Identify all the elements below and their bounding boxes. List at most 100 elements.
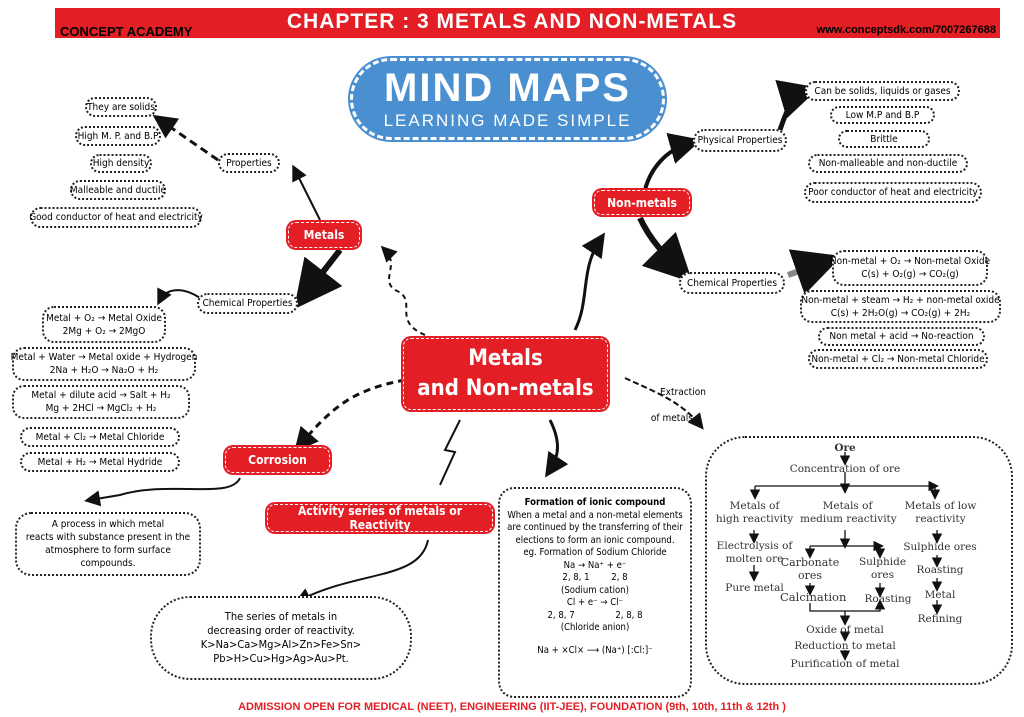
activity-series-node[interactable]: Activity series of metals or Reactivity bbox=[267, 504, 493, 532]
concentration-of-ore: Concentration of ore bbox=[789, 463, 901, 475]
text-line: Metals of low bbox=[904, 500, 977, 512]
text-line: Carbonate bbox=[780, 556, 840, 569]
footer-admission-banner: ADMISSION OPEN FOR MEDICAL (NEET), ENGIN… bbox=[238, 701, 786, 713]
purification-of-metal: Purification of metal bbox=[790, 658, 900, 670]
sulphide-ores-low: Sulphide ores bbox=[903, 541, 977, 553]
reduction-to-metal: Reduction to metal bbox=[794, 640, 896, 652]
desc-line: are continued by the transferring of the… bbox=[507, 522, 683, 533]
equation: Cl + e⁻ → Cl⁻ bbox=[566, 597, 624, 608]
nonmetals-node[interactable]: Non-metals bbox=[594, 190, 690, 215]
reaction-text: Metal + H₂ → Metal Hydride bbox=[37, 456, 163, 468]
desc-line: The series of metals in bbox=[224, 610, 338, 623]
text-line: Sulphide bbox=[858, 556, 907, 568]
text-line: high reactivity bbox=[715, 513, 794, 525]
reaction-text: Metal + Cl₂ → Metal Chloride bbox=[35, 431, 165, 443]
metal-property: Malleable and ductile bbox=[70, 180, 166, 200]
equation: Na → Na⁺ + e⁻ bbox=[563, 559, 627, 571]
desc-line: elections to form an ionic compound. bbox=[515, 534, 675, 546]
extraction-label-line: Extraction bbox=[660, 387, 706, 398]
reactivity-series: Pb>H>Cu>Hg>Ag>Au>Pt. bbox=[213, 652, 349, 665]
brand-name: CONCEPT ACADEMY bbox=[60, 24, 193, 39]
reaction-example: Mg + 2HCl → MgCl₂ + H₂ bbox=[45, 403, 157, 414]
metal-property: High density bbox=[90, 154, 152, 173]
text-line: medium reactivity bbox=[800, 513, 897, 525]
ionic-title: Formation of ionic compound bbox=[524, 497, 666, 508]
metal-reaction: Metal + Water → Metal oxide + Hydrogen 2N… bbox=[10, 347, 198, 381]
nonmetal-property: Can be solids, liquids or gases bbox=[805, 81, 960, 101]
reaction-text: Non metal + acid → No-reaction bbox=[829, 331, 974, 342]
desc-line: compounds. bbox=[80, 558, 136, 569]
calcination: Calcination bbox=[780, 590, 847, 604]
reactivity-series: K>Na>Ca>Mg>Al>Zn>Fe>Sn> bbox=[200, 638, 362, 651]
electron-config: 2, 8, 1 2, 8 bbox=[562, 572, 628, 583]
metal-reaction: Metal + H₂ → Metal Hydride bbox=[20, 452, 180, 472]
corrosion-description: A process in which metal reacts with subs… bbox=[15, 512, 201, 576]
extraction-box bbox=[705, 436, 1013, 685]
text-line: Metals of bbox=[822, 500, 873, 512]
electron-dot-diagram: Na + ×Cl× ⟶ (Na⁺) [:Cl:]⁻ bbox=[537, 644, 653, 656]
text-line: ores bbox=[797, 569, 823, 582]
desc-line: When a metal and a non-metal elements bbox=[507, 509, 683, 521]
electron-config: 2, 8, 7 2, 8, 8 bbox=[547, 609, 643, 621]
metal-property: They are solids bbox=[85, 97, 157, 117]
central-topic-line1: Metals bbox=[468, 346, 543, 371]
reaction-text: Metal + O₂ → Metal Oxide bbox=[46, 312, 162, 324]
central-topic[interactable]: Metals and Non-metals bbox=[403, 338, 608, 410]
reaction-example: C(s) + O₂(g) → CO₂(g) bbox=[861, 269, 959, 280]
reaction-text: Metal + dilute acid → Salt + H₂ bbox=[31, 390, 171, 401]
nonmetal-reaction: Non-metal + Cl₂ → Non-metal Chloride bbox=[808, 349, 988, 369]
text-line: ores bbox=[871, 569, 894, 581]
logo-title: MIND MAPS bbox=[384, 66, 631, 110]
nonmetal-property: Non-malleable and non-ductile bbox=[808, 154, 968, 173]
website-link[interactable]: www.conceptsdk.com/7007267688 bbox=[816, 24, 996, 36]
pure-metal: Pure metal bbox=[725, 582, 784, 594]
central-topic-line2: and Non-metals bbox=[417, 376, 594, 401]
desc-line: reacts with substance present in the bbox=[25, 532, 191, 543]
equation-note: (Chloride anion) bbox=[560, 622, 630, 633]
text-line: reactivity bbox=[915, 513, 966, 525]
metal-property: Good conductor of heat and electricity bbox=[29, 207, 203, 228]
refining: Refining bbox=[917, 613, 963, 625]
ore: Ore bbox=[834, 442, 856, 454]
desc-line: A process in which metal bbox=[51, 519, 165, 530]
reaction-text: Non-metal + Cl₂ → Non-metal Chloride bbox=[811, 353, 985, 365]
metal-reaction: Metal + dilute acid → Salt + H₂ Mg + 2HCl… bbox=[12, 385, 190, 419]
roasting-medium: Roasting bbox=[864, 593, 912, 605]
mind-maps-logo: MIND MAPS LEARNING MADE SIMPLE bbox=[350, 58, 665, 140]
desc-line: eg. Formation of Sodium Chloride bbox=[523, 547, 667, 558]
reaction-example: 2Mg + O₂ → 2MgO bbox=[62, 325, 146, 337]
reaction-text: Non-metal + O₂ → Non-metal Oxide bbox=[829, 256, 991, 267]
logo-subtitle: LEARNING MADE SIMPLE bbox=[383, 111, 632, 130]
metals-node[interactable]: Metals bbox=[288, 222, 360, 248]
text-line: Electrolysis of bbox=[716, 540, 793, 552]
oxide-of-metal: Oxide of metal bbox=[806, 624, 884, 636]
nonmetal-reaction: Non-metal + steam → H₂ + non-metal oxide… bbox=[800, 290, 1001, 323]
metal-reaction: Metal + Cl₂ → Metal Chloride bbox=[20, 427, 180, 447]
metal-property: High M. P. and B.P bbox=[75, 126, 161, 146]
roasting-low: Roasting bbox=[916, 564, 964, 576]
corrosion-node[interactable]: Corrosion bbox=[225, 447, 330, 473]
text-line: molten ore bbox=[725, 553, 784, 565]
nonmetals-chemical-properties-node[interactable]: Chemical Properties bbox=[679, 272, 785, 294]
nonmetal-property: Brittle bbox=[838, 130, 930, 148]
nonmetal-property: Low M.P and B.P bbox=[830, 106, 935, 124]
metals-chemical-properties-node[interactable]: Chemical Properties bbox=[197, 293, 298, 314]
reaction-example: C(s) + 2H₂O(g) → CO₂(g) + 2H₂ bbox=[830, 307, 971, 319]
reaction-text: Non-metal + steam → H₂ + non-metal oxide bbox=[801, 294, 1000, 306]
desc-line: decreasing order of reactivity. bbox=[207, 624, 355, 637]
nonmetals-physical-properties-node[interactable]: Physical Properties bbox=[693, 129, 787, 152]
metals-properties-node[interactable]: Properties bbox=[218, 153, 280, 173]
reaction-example: 2Na + H₂O → Na₂O + H₂ bbox=[49, 365, 159, 376]
text-line: Metals of bbox=[729, 500, 780, 512]
reaction-text: Metal + Water → Metal oxide + Hydrogen bbox=[10, 352, 198, 363]
